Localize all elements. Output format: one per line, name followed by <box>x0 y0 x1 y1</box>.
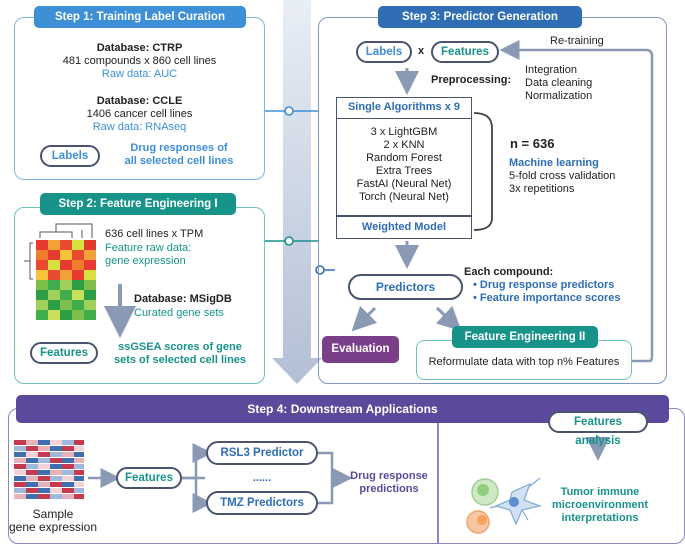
algo-3: Random Forest <box>366 152 442 164</box>
pre-item-2: Data cleaning <box>525 77 593 89</box>
step4-features-pill: Features <box>116 467 182 489</box>
labels-pill: Labels <box>40 145 100 167</box>
bullet-1: • Drug response predictors <box>473 279 615 291</box>
predictors-pill: Predictors <box>348 274 463 300</box>
db-msigdb-title: Database: MSigDB <box>134 293 232 305</box>
weighted-model-label: Weighted Model <box>361 221 447 233</box>
n-label: n = 636 <box>510 136 555 151</box>
drug-predictions-1: Drug response <box>350 470 428 482</box>
ml-item-1: 5-fold cross validation <box>509 170 616 182</box>
connector-dot <box>284 106 294 116</box>
tumor-line-3: interpretations <box>561 512 639 524</box>
features-pill: Features <box>30 342 98 364</box>
step3-header: Step 3: Predictor Generation <box>378 6 582 28</box>
tmz-predictor-pill: TMZ Predictors <box>206 491 318 515</box>
sample-label-1: Sample <box>32 507 74 521</box>
db-ccle-line: 1406 cancer cell lines <box>86 108 193 120</box>
evaluation-box: Evaluation <box>322 336 399 363</box>
drug-predictions-2: predictions <box>359 483 419 495</box>
step4-header: Step 4: Downstream Applications <box>16 395 669 423</box>
step4-divider <box>437 422 439 544</box>
weighted-model-divider <box>336 215 472 217</box>
bullet-2: • Feature importance scores <box>473 292 621 304</box>
times-sign: x <box>418 45 425 57</box>
tumor-line-1: Tumor immune <box>560 486 640 498</box>
features-desc-2: sets of selected cell lines <box>113 354 247 366</box>
retraining-label: Re-training <box>550 35 604 47</box>
preprocessing-label: Preprocessing: <box>431 74 512 86</box>
fe2-header: Feature Engineering II <box>452 326 598 348</box>
db-ccle-raw: Raw data: RNAseq <box>92 121 187 133</box>
algo-2: 2 x KNN <box>383 139 425 151</box>
algo-5: FastAI (Neural Net) <box>356 178 452 190</box>
db-ctrp-title: Database: CTRP <box>96 42 183 54</box>
db-ctrp-raw: Raw data: AUC <box>101 68 178 80</box>
features-desc-1: ssGSEA scores of gene <box>118 341 242 353</box>
labels-desc-1: Drug responses of <box>130 142 228 154</box>
workflow-main-arrow <box>272 0 322 384</box>
step2-line2: Feature raw data: <box>105 242 192 254</box>
step3-features-pill: Features <box>431 41 499 63</box>
step2-header: Step 2: Feature Engineering I <box>40 193 236 215</box>
bullet-2-text: Feature importance scores <box>479 292 621 304</box>
each-compound-label: Each compound: <box>464 266 554 278</box>
features-analysis-pill-visible: Features analysis <box>548 411 648 447</box>
algo-4: Extra Trees <box>375 165 433 177</box>
rsl3-predictor-pill: RSL3 Predictor <box>206 441 318 465</box>
sample-label-2: gene expression <box>8 520 98 534</box>
pre-item-1: Integration <box>525 64 577 76</box>
predictor-ellipsis: ...... <box>252 472 272 484</box>
fe2-desc: Reformulate data with top n% Features <box>428 356 620 368</box>
db-ctrp-line: 481 compounds x 860 cell lines <box>62 55 217 67</box>
step1-header: Step 1: Training Label Curation <box>34 6 246 28</box>
pre-item-3: Normalization <box>525 90 593 102</box>
step2-line1: 636 cell lines x TPM <box>105 228 204 240</box>
connector-dot <box>284 236 294 246</box>
single-algorithms-header <box>336 97 472 119</box>
algo-6: Torch (Neural Net) <box>359 191 449 203</box>
step3-labels-pill: Labels <box>356 41 412 63</box>
ml-item-2: 3x repetitions <box>509 183 575 195</box>
single-algorithms-title: Single Algorithms x 9 <box>347 101 461 113</box>
step2-line3: gene expression <box>105 255 186 267</box>
db-msigdb-sub: Curated gene sets <box>134 307 224 319</box>
bullet-1-text: Drug response predictors <box>479 279 615 291</box>
tumor-line-2: microenvironment <box>552 499 648 511</box>
ml-title: Machine learning <box>509 157 599 169</box>
labels-desc-2: all selected cell lines <box>124 155 234 167</box>
algo-1: 3 x LightGBM <box>370 126 438 138</box>
db-ccle-title: Database: CCLE <box>96 95 183 107</box>
